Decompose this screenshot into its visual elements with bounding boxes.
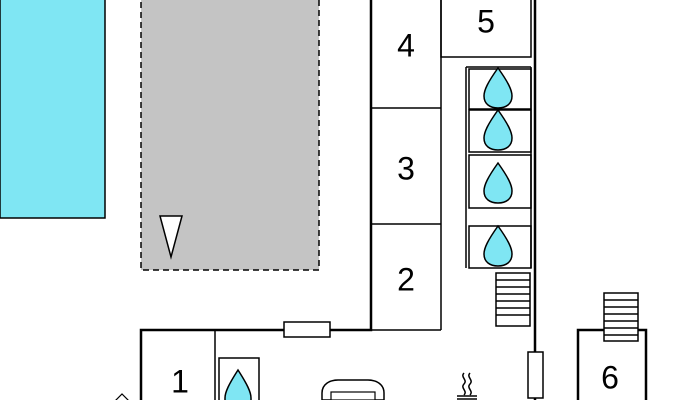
- room-label-5: 5: [477, 3, 495, 39]
- room-label-6: 6: [601, 359, 619, 395]
- room-label-4: 4: [397, 27, 415, 63]
- car-icon: [321, 379, 385, 400]
- room-label-1: 1: [171, 363, 189, 399]
- water-drop-icon: [483, 66, 513, 109]
- window-icon: [283, 321, 331, 338]
- stairs-icon: [603, 292, 639, 342]
- room-5-box: [440, 0, 532, 58]
- water-drops: [483, 66, 513, 267]
- room-label-2: 2: [397, 261, 415, 297]
- bath-cells: [468, 68, 532, 269]
- water-drop-icon: [224, 368, 252, 400]
- pool-area: [0, 0, 106, 219]
- entrance-triangle-icon: [115, 393, 129, 400]
- water-drop-icon: [483, 108, 513, 151]
- water-drop-icon: [483, 161, 513, 204]
- water-drop-icon: [483, 224, 513, 267]
- heater-icon: [457, 372, 477, 400]
- stairs-icon: [495, 272, 531, 327]
- room-label-3: 3: [397, 150, 415, 186]
- entrance-triangle-icon: [159, 215, 183, 260]
- window-icon: [527, 351, 544, 399]
- bath-room-1: [218, 357, 260, 400]
